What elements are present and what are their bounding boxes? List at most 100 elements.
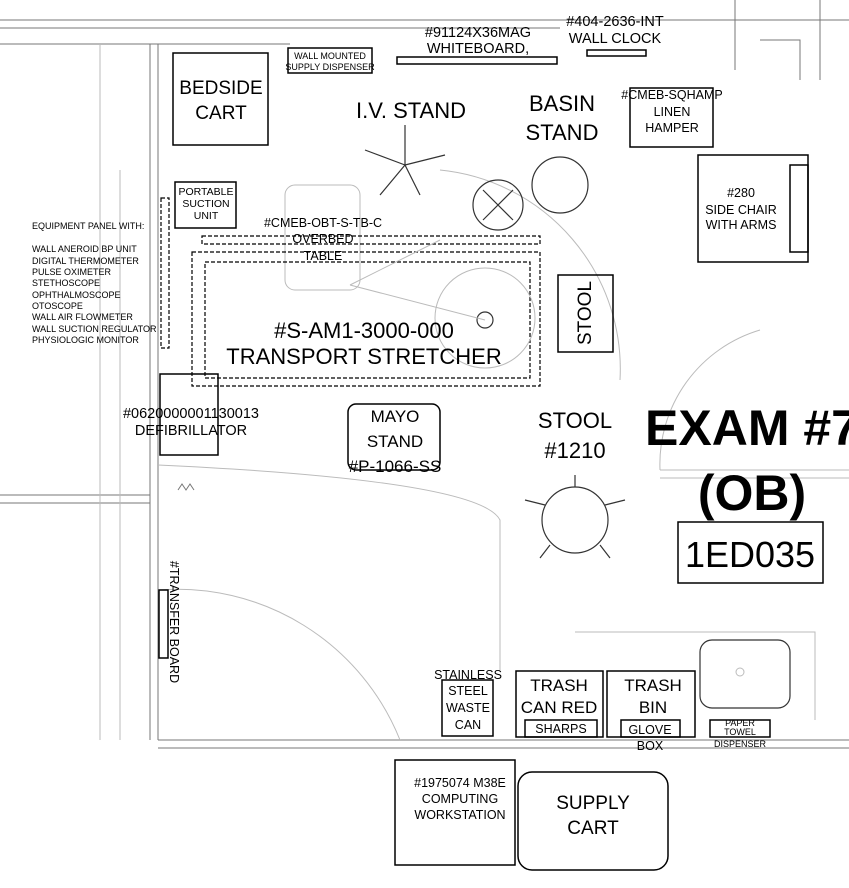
- plan-label: #91124X36MAG: [425, 25, 531, 41]
- plan-shape: [157, 329, 761, 741]
- plan-shape: [159, 373, 219, 456]
- plan-label: DIGITAL THERMOMETER: [32, 256, 139, 266]
- plan-shape: [476, 311, 494, 329]
- plan-label: BIN: [639, 698, 667, 717]
- plan-label: #1975074 M38E: [414, 776, 506, 790]
- plan-label: PHYSIOLOGIC MONITOR: [32, 335, 139, 345]
- plan-shape: [177, 483, 195, 491]
- plan-shape: [517, 771, 669, 871]
- plan-label: STAINLESS: [434, 668, 502, 682]
- plan-label: CART: [567, 818, 619, 839]
- plan-label: STAND: [367, 432, 423, 451]
- plan-label: WALL SUCTION REGULATOR: [32, 324, 157, 334]
- plan-shape: [434, 267, 536, 369]
- plan-label: WALL CLOCK: [569, 31, 662, 47]
- plan-label: MAYO: [371, 407, 420, 426]
- plan-label: I.V. STAND: [356, 98, 466, 123]
- plan-shape: [524, 719, 598, 738]
- plan-label: #CMEB-OBT-S-TB-C: [264, 216, 382, 230]
- plan-label: #P-1066-SS: [349, 457, 442, 476]
- plan-shape: [174, 181, 237, 229]
- trash-can-red: TRASH CAN RED SHARPS: [515, 670, 604, 738]
- plan-label: TOWEL: [724, 727, 756, 737]
- plan-label: COMPUTING: [422, 792, 498, 806]
- linen-hamper: #CMEB-SQHAMP LINEN HAMPER: [621, 87, 723, 148]
- plan-label: TRANSPORT STRETCHER: [226, 344, 501, 369]
- plan-shape: [441, 679, 494, 737]
- plan-label: PORTABLE: [178, 186, 233, 198]
- plan-shape: [557, 274, 614, 353]
- plan-label: HAMPER: [645, 121, 698, 135]
- plan-label: CAN: [455, 718, 481, 732]
- defibrillator: #0620000001130013 DEFIBRILLATOR: [123, 373, 259, 456]
- plan-label: #404-2636-INT: [566, 14, 664, 30]
- plan-shape: [191, 251, 541, 387]
- plan-shape: [204, 261, 531, 379]
- plan-shape: [347, 403, 441, 471]
- wall-clock: #404-2636-INT WALL CLOCK: [566, 14, 664, 57]
- plan-shape: [99, 44, 849, 740]
- plan-shape: [439, 169, 621, 381]
- plan-shape: [541, 486, 609, 554]
- plan-shape: [629, 87, 714, 148]
- plan-shape: [394, 759, 516, 866]
- plan-label: WALL AIR FLOWMETER: [32, 312, 133, 322]
- plan-label: #S-AM1-3000-000: [274, 318, 454, 343]
- plan-label: #CMEB-SQHAMP: [621, 88, 722, 102]
- side-chair: #280 SIDE CHAIR WITH ARMS: [697, 154, 809, 263]
- plan-label: BEDSIDE: [179, 78, 262, 99]
- plan-label: WALL ANEROID BP UNIT: [32, 244, 137, 254]
- plan-label: SUCTION: [182, 198, 229, 210]
- plan-shape: [284, 184, 361, 291]
- plan-label: 1ED035: [685, 534, 815, 575]
- stool-box: STOOL: [557, 274, 614, 353]
- plan-shape: [201, 235, 541, 245]
- plan-label: STEEL: [448, 684, 488, 698]
- plan-label: GLOVE: [628, 723, 671, 737]
- plan-shape: [0, 19, 849, 740]
- plan-shape: [620, 719, 681, 738]
- plan-label: STOOL: [575, 281, 596, 345]
- plan-label: TABLE: [304, 249, 343, 263]
- plan-shape: [472, 179, 524, 231]
- plan-label: #TRANSFER BOARD: [167, 561, 181, 683]
- trash-bin: TRASH BIN GLOVE BOX: [606, 670, 696, 753]
- basin-stand: BASIN STAND: [472, 91, 598, 231]
- plan-label: WITH ARMS: [706, 218, 777, 232]
- plan-label: UNIT: [194, 210, 219, 222]
- plan-label: LINEN: [654, 105, 691, 119]
- plan-shape: [735, 667, 745, 677]
- plan-shape: [709, 719, 771, 738]
- plan-shape: [734, 0, 821, 80]
- plan-shape: [0, 494, 849, 749]
- plan-label: WASTE: [446, 701, 490, 715]
- plan-shape: [364, 125, 446, 196]
- plan-shape: [789, 164, 809, 253]
- iv-stand: I.V. STAND: [356, 98, 466, 196]
- plan-label: OPHTHALMOSCOPE: [32, 290, 121, 300]
- plan-label: OVERBED: [292, 232, 353, 246]
- walls: [0, 0, 849, 749]
- plan-label: SIDE CHAIR: [705, 203, 777, 217]
- plan-label: BASIN: [529, 91, 595, 116]
- plan-shape: [482, 189, 514, 221]
- plan-label: #0620000001130013: [123, 406, 259, 422]
- plan-label: CAN RED: [521, 698, 598, 717]
- plan-shape: [531, 156, 589, 214]
- plan-label: #280: [727, 186, 755, 200]
- bedside-cart: BEDSIDE CART: [172, 52, 269, 146]
- plan-label: WALL MOUNTED: [294, 51, 366, 61]
- plan-label: STETHOSCOPE: [32, 278, 100, 288]
- plan-shape: [349, 239, 486, 321]
- room-label: EXAM #7 (OB) 1ED035: [645, 400, 849, 584]
- plan-label: PULSE OXIMETER: [32, 267, 112, 277]
- computing-workstation: #1975074 M38E COMPUTING WORKSTATION: [394, 759, 516, 866]
- plan-label: WORKSTATION: [414, 808, 505, 822]
- plan-shape: [677, 521, 824, 584]
- stool: STOOL #1210: [524, 408, 626, 559]
- plan-label: BOX: [637, 739, 664, 753]
- plan-shape: [160, 197, 170, 349]
- plan-shape: [158, 589, 169, 659]
- stainless-steel-waste-can: STAINLESS STEEL WASTE CAN: [434, 668, 502, 737]
- whiteboard: #91124X36MAG WHITEBOARD,: [396, 25, 558, 65]
